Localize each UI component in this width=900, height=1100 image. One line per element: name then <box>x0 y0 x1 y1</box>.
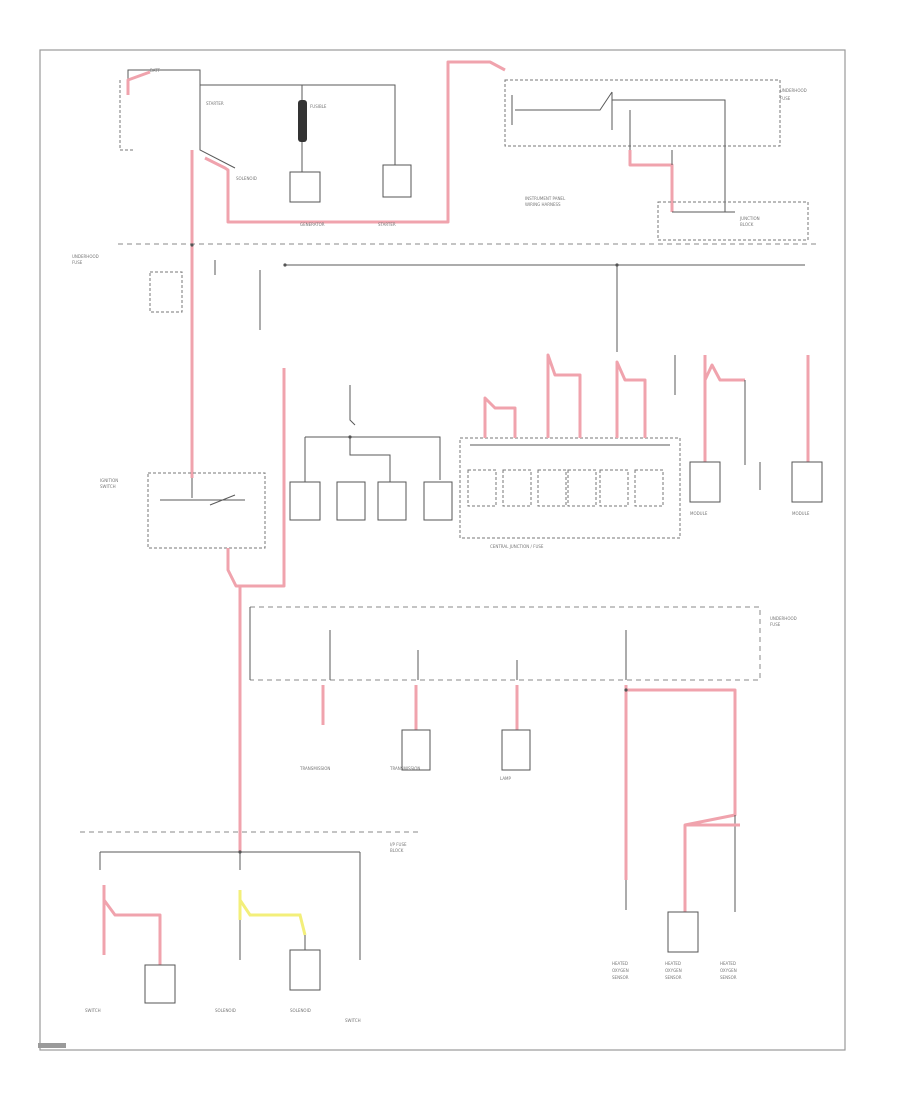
load-box-2 <box>501 729 531 771</box>
fuse-box-2 <box>336 481 366 521</box>
svg-text:BATT: BATT <box>150 68 161 73</box>
svg-text:SOLENOID: SOLENOID <box>290 1008 311 1013</box>
svg-text:UNDERHOOD: UNDERHOOD <box>770 616 797 621</box>
svg-text:BLOCK: BLOCK <box>390 848 404 853</box>
svg-text:SWITCH: SWITCH <box>100 484 116 489</box>
svg-text:IGNITION: IGNITION <box>100 478 118 483</box>
battery-starter-group: BATT STARTER FUSIBLE GENERATOR STARTER SOLE… <box>119 60 506 245</box>
svg-text:JUNCTION: JUNCTION <box>739 216 760 221</box>
junction-dots <box>190 243 628 854</box>
svg-text:SOLENOID: SOLENOID <box>236 176 257 181</box>
fusible-link-symbol <box>298 100 307 142</box>
svg-text:STARTER: STARTER <box>206 101 224 106</box>
bottom-feed-1 <box>102 885 162 965</box>
ignition-switch-box <box>147 472 266 549</box>
svg-text:INSTRUMENT PANEL: INSTRUMENT PANEL <box>525 196 566 201</box>
starter-box <box>382 164 412 198</box>
svg-text:UNDERHOOD: UNDERHOOD <box>72 254 99 259</box>
svg-text:OXYGEN: OXYGEN <box>612 968 629 973</box>
load-box-1 <box>401 729 431 771</box>
svg-text:BLOCK: BLOCK <box>740 222 754 227</box>
fuse-box-1 <box>289 481 321 521</box>
fuse-box-4 <box>423 481 453 521</box>
svg-text:HEATED: HEATED <box>612 961 628 966</box>
svg-text:FUSE: FUSE <box>72 260 83 265</box>
junction-cells <box>467 469 664 507</box>
relay-sub-box <box>657 201 809 241</box>
generator-box <box>289 171 321 203</box>
right-feed-a <box>703 355 745 465</box>
svg-text:LAMP: LAMP <box>500 776 512 781</box>
svg-text:FUSE: FUSE <box>780 96 791 101</box>
svg-text:SWITCH: SWITCH <box>345 1018 361 1023</box>
junction-feed-b <box>546 353 582 438</box>
right-module-2 <box>791 461 823 503</box>
right-module-1 <box>689 461 721 503</box>
bottom-box-1 <box>144 964 176 1004</box>
svg-text:TRANSMISSION: TRANSMISSION <box>389 766 420 771</box>
svg-text:WIRING HARNESS: WIRING HARNESS <box>525 202 561 207</box>
sensor-box-1 <box>667 911 699 953</box>
junction-feed-c <box>615 360 647 438</box>
svg-text:FUSIBLE: FUSIBLE <box>310 104 327 109</box>
svg-text:TRANSMISSION: TRANSMISSION <box>299 766 330 771</box>
svg-text:SENSOR: SENSOR <box>720 975 737 980</box>
svg-text:CENTRAL JUNCTION / FUSE: CENTRAL JUNCTION / FUSE <box>490 544 544 549</box>
diagram-frame <box>39 49 846 1051</box>
right-branch-wire <box>624 685 737 920</box>
bottom-right-sensor-group: HEATED HEATED HEATED OXYGEN OXYGEN OXYGEN SE… <box>612 823 740 980</box>
relay-center-box <box>504 79 781 147</box>
relay-output-wire <box>628 150 674 212</box>
fuse-box-3 <box>377 481 407 521</box>
svg-text:OXYGEN: OXYGEN <box>665 968 682 973</box>
svg-text:OXYGEN: OXYGEN <box>720 968 737 973</box>
footer-mark <box>38 1043 66 1048</box>
svg-text:SENSOR: SENSOR <box>665 975 682 980</box>
yellow-highlight-wire <box>238 890 307 936</box>
svg-text:HEATED: HEATED <box>720 961 736 966</box>
svg-text:MODULE: MODULE <box>792 511 810 516</box>
battery-feed-wire <box>126 70 151 95</box>
svg-text:SENSOR: SENSOR <box>612 975 629 980</box>
svg-text:UNDERHOOD: UNDERHOOD <box>780 88 807 93</box>
svg-text:FUSE: FUSE <box>770 622 781 627</box>
main-power-wire <box>204 60 506 224</box>
svg-text:I/P FUSE: I/P FUSE <box>390 842 407 847</box>
svg-text:STARTER: STARTER <box>378 222 396 227</box>
central-junction-box <box>459 437 681 539</box>
svg-text:SWITCH: SWITCH <box>85 1008 101 1013</box>
junction-feed-a <box>483 396 517 438</box>
svg-text:MODULE: MODULE <box>690 511 708 516</box>
svg-text:HEATED: HEATED <box>665 961 681 966</box>
svg-text:GENERATOR: GENERATOR <box>300 222 325 227</box>
ignition-output-wire <box>226 368 286 588</box>
bottom-box-2 <box>289 949 321 991</box>
svg-text:SOLENOID: SOLENOID <box>215 1008 236 1013</box>
fuse-block-group: CENTRAL JUNCTION / FUSE MODULE MODULE <box>289 353 823 549</box>
